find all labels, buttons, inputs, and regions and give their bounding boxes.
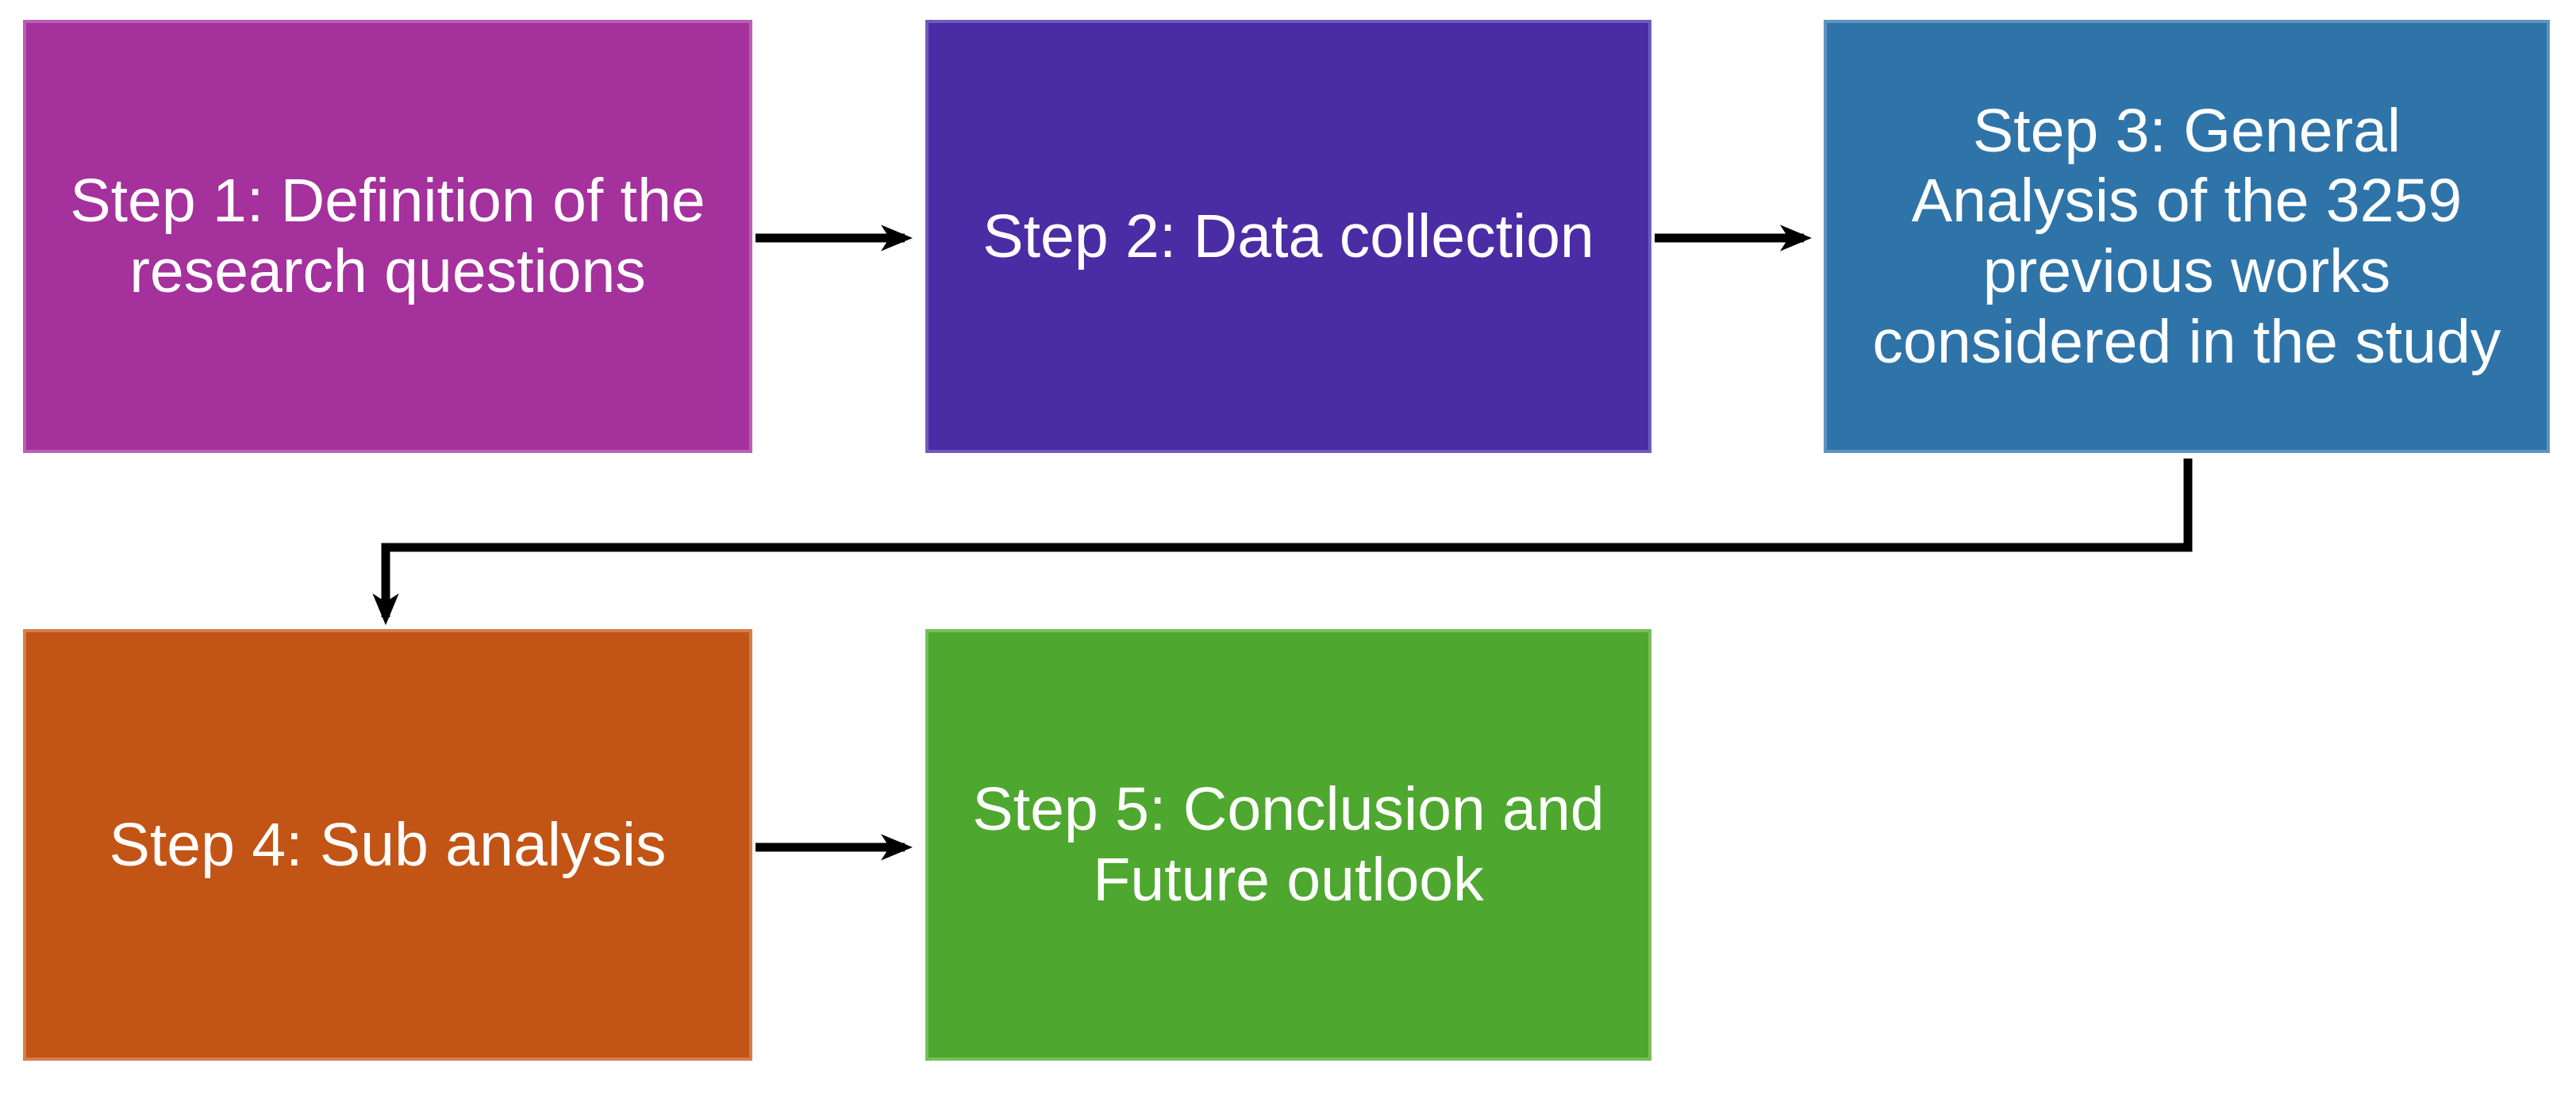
step-2-label: Step 2: Data collection (982, 202, 1594, 271)
step-2-box: Step 2: Data collection (925, 20, 1651, 453)
step-5-box: Step 5: Conclusion and Future outlook (925, 629, 1651, 1061)
step-3-label: Step 3: General Analysis of the 3259 pre… (1872, 96, 2501, 376)
step-1-label: Step 1: Definition of the research quest… (70, 167, 706, 305)
arrow-step-3-to-step-4 (372, 459, 2193, 625)
step-1-box: Step 1: Definition of the research quest… (23, 20, 752, 453)
step-4-label: Step 4: Sub analysis (109, 810, 667, 879)
step-3-box: Step 3: General Analysis of the 3259 pre… (1824, 20, 2550, 453)
step-5-label: Step 5: Conclusion and Future outlook (972, 775, 1605, 914)
step-4-box: Step 4: Sub analysis (23, 629, 752, 1061)
